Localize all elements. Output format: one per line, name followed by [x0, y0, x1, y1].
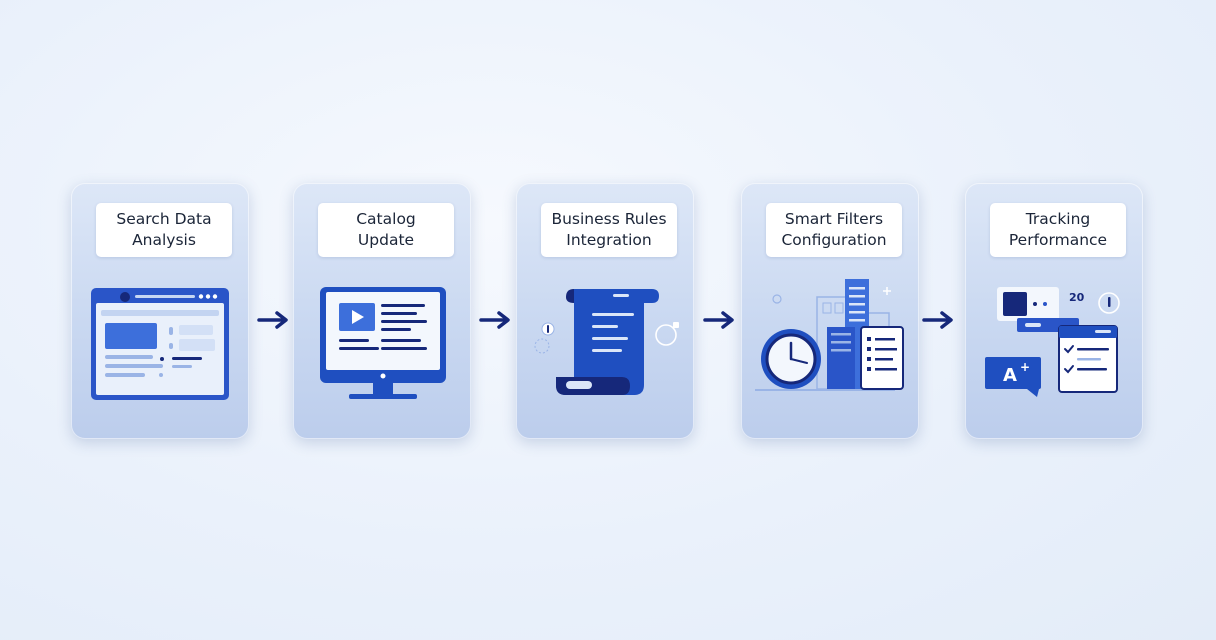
step-card-smart-filters-configuration: Smart Filters Configuration — [741, 183, 919, 439]
step-label-line2: Configuration — [781, 231, 887, 249]
monitor-video-icon — [320, 287, 446, 399]
step-label: Smart Filters Configuration — [766, 203, 902, 257]
step-label: Search Data Analysis — [96, 203, 232, 257]
step-label: Catalog Update — [318, 203, 454, 257]
arrow-icon — [257, 311, 288, 329]
step-card-business-rules-integration: Business Rules Integration — [516, 183, 694, 439]
grade-plus-text: + — [1020, 360, 1030, 374]
step-label-line1: Tracking — [1025, 210, 1091, 228]
arrow-icon — [479, 311, 510, 329]
step-label-line2: Integration — [566, 231, 652, 249]
step-label-line1: Smart Filters — [784, 210, 884, 228]
step-label-line2: Update — [357, 231, 415, 249]
arrow-icon — [922, 311, 953, 329]
step-card-catalog-update: Catalog Update — [293, 183, 471, 439]
step-label-line1: Search Data — [116, 210, 212, 228]
browser-search-icon — [91, 288, 229, 400]
arrow-icon — [703, 311, 734, 329]
step-label: Tracking Performance — [990, 203, 1126, 257]
step-label-line2: Performance — [1008, 231, 1108, 249]
step-label-line1: Catalog — [356, 210, 416, 228]
tracking-number: 20 — [1069, 291, 1085, 304]
step-label-line2: Analysis — [132, 231, 196, 249]
step-label-line1: Business Rules — [551, 210, 667, 228]
step-card-tracking-performance: Tracking Performance 20 A + — [965, 183, 1143, 439]
step-label: Business Rules Integration — [541, 203, 677, 257]
grade-text: A — [1003, 365, 1017, 386]
clock-buildings-icon — [755, 279, 904, 391]
scroll-document-icon — [534, 289, 679, 395]
step-card-search-data-analysis: Search Data Analysis — [71, 183, 249, 439]
checklist-grade-icon: 20 A + — [985, 287, 1120, 397]
